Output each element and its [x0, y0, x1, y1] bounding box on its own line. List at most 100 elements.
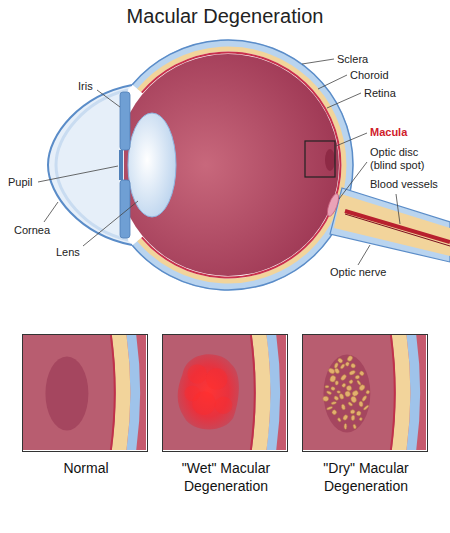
drusen-spot: [342, 414, 348, 421]
choroid-band: [112, 335, 131, 450]
blood-vessel: [345, 211, 450, 242]
blood-spot: [184, 386, 200, 402]
drusen-spot: [359, 401, 364, 407]
drusen-spot: [355, 375, 360, 380]
drusen-spot: [351, 415, 355, 421]
macula-box: [305, 141, 335, 177]
drusen-spot: [341, 383, 346, 388]
pupil-rim: [119, 150, 123, 180]
leader-line: [336, 133, 367, 146]
drusen-spot: [322, 396, 329, 402]
retina-panel: Normal: [22, 334, 148, 452]
panel-illustration: [163, 335, 286, 450]
macula: [45, 356, 88, 430]
drusen-spot: [353, 424, 357, 429]
diagram-title: Macular Degeneration: [0, 5, 450, 28]
drusen-spot: [350, 363, 356, 369]
blood-spot: [215, 396, 233, 414]
drusen-spot: [358, 384, 366, 392]
macula: [324, 354, 371, 432]
leader-line: [38, 166, 118, 182]
drusen-spot: [346, 385, 352, 391]
part-label: Lens: [56, 246, 80, 259]
leader-line: [358, 245, 370, 265]
part-label: Sclera: [337, 53, 368, 66]
part-label: Choroid: [350, 69, 389, 82]
retina-tissue: [303, 335, 426, 450]
leader-line: [44, 202, 58, 222]
part-label: Optic disc (blind spot): [370, 146, 442, 172]
optic-nerve: [330, 188, 450, 262]
leader-line: [318, 75, 347, 89]
drusen-spot: [359, 417, 363, 421]
drusen-spot: [363, 404, 369, 410]
part-label: Cornea: [14, 224, 50, 237]
drusen-spot: [344, 390, 351, 397]
retina-tissue: [163, 335, 286, 450]
part-label: Macula: [370, 126, 407, 139]
panel-caption: "Wet" Macular Degeneration: [149, 460, 303, 495]
drusen-spot: [345, 361, 350, 366]
drusen-spot: [365, 390, 370, 395]
part-label: Iris: [78, 80, 93, 93]
drusen-spot: [337, 358, 344, 364]
part-label: Pupil: [8, 176, 32, 189]
vitreous: [117, 54, 339, 276]
retina-line: [251, 335, 255, 450]
part-label: Optic nerve: [330, 266, 386, 279]
drusen-spot: [344, 423, 347, 429]
drusen-spot: [351, 390, 359, 397]
drusen-spot: [341, 404, 346, 410]
drusen-spot: [334, 362, 339, 369]
drusen-spot: [337, 417, 342, 422]
panel-caption: "Dry" Macular Degeneration: [289, 460, 443, 495]
drusen-spot: [333, 395, 339, 401]
choroid-band: [392, 335, 411, 450]
retina-panel: "Dry" Macular Degeneration: [302, 334, 428, 452]
macula-spot: [325, 149, 335, 171]
panel-illustration: [303, 335, 426, 450]
drusen-spot: [349, 370, 356, 376]
cornea: [48, 85, 132, 245]
anterior-chamber: [48, 85, 132, 245]
panel-caption: Normal: [9, 460, 163, 478]
drusen-spot: [356, 410, 362, 416]
leader-line: [83, 201, 138, 246]
retina-line: [391, 335, 395, 450]
drusen-spot: [325, 386, 329, 388]
drusen-spot: [326, 390, 332, 395]
drusen-spot: [356, 380, 361, 386]
retina-panel: "Wet" Macular Degeneration: [162, 334, 288, 452]
choroid-band: [252, 335, 271, 450]
iris: [120, 92, 130, 150]
drusen-spot: [348, 379, 353, 384]
drusen-spot: [340, 363, 346, 369]
drusen-spot: [350, 409, 355, 414]
drusen-spot: [350, 396, 357, 404]
optic-disc: [325, 192, 341, 217]
bleeding-macula: [178, 354, 239, 429]
drusen-spot: [359, 370, 365, 376]
leader-line: [97, 90, 120, 107]
leader-line: [302, 59, 334, 64]
drusen-spot: [331, 401, 337, 404]
drusen-spot: [326, 406, 333, 411]
drusen-spot: [361, 395, 367, 402]
optic-nerve-core: [334, 194, 450, 256]
drusen-spot: [337, 390, 341, 393]
panel-illustration: [23, 335, 146, 450]
leader-line: [339, 162, 367, 199]
retina-line: [111, 335, 115, 450]
drusen-spot: [335, 381, 339, 386]
blood-spot: [187, 364, 207, 383]
drusen-spot: [331, 409, 337, 415]
drusen-spot: [346, 355, 353, 362]
blood-spot: [206, 368, 227, 389]
drusen-spot: [331, 386, 336, 390]
leader-line: [327, 93, 361, 108]
drusen-spot: [328, 367, 336, 374]
blood-vessel: [345, 214, 450, 246]
retina-tissue: [23, 335, 146, 450]
drusen-spot: [329, 375, 337, 383]
leader-line: [396, 194, 400, 224]
